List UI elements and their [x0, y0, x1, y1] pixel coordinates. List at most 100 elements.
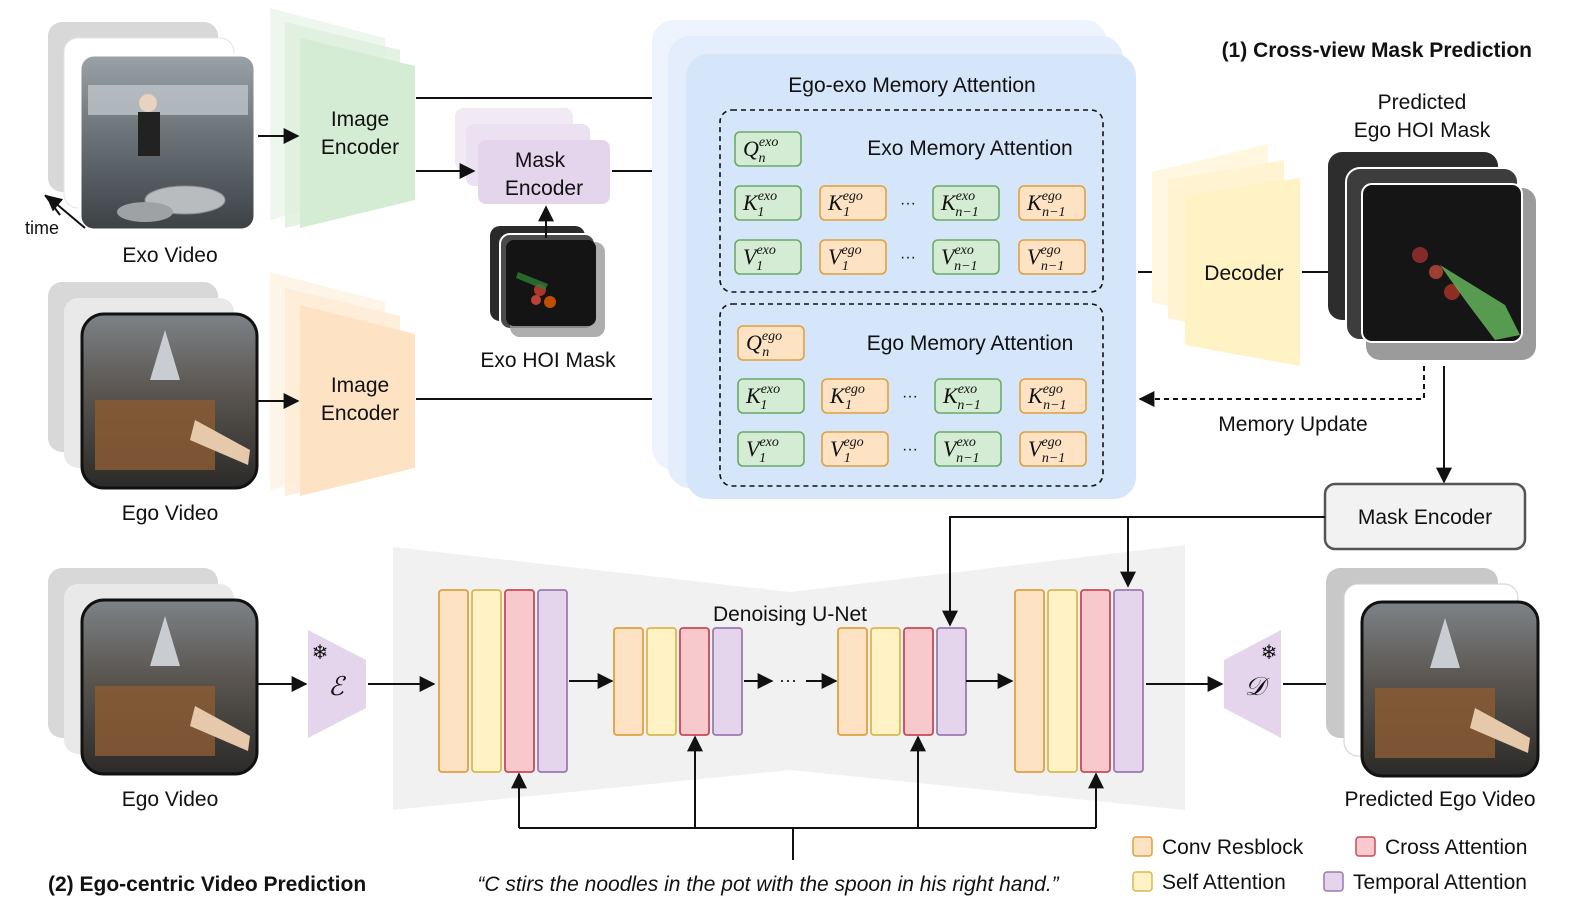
vae-encoder: [308, 630, 366, 738]
mask-cond-arrow-1: [942, 516, 1325, 627]
unet-stage4-conv-block: [1014, 589, 1045, 773]
exo-ellipsis-1: ···: [900, 249, 916, 266]
text-cond-lines: [519, 827, 1096, 860]
mask-encoder-top: Mask Encoder: [455, 108, 610, 204]
text-prompt-caption: “C stirs the noodles in the pot with the…: [477, 873, 1059, 896]
exo-video-label: Exo Video: [122, 244, 217, 267]
predicted-ego-hoi-mask-stack: [1328, 152, 1536, 360]
memory-outer-title: Ego-exo Memory Attention: [788, 74, 1035, 97]
image-encoder-exo-line2: Encoder: [321, 136, 399, 159]
ego-video-stack-top: [48, 282, 259, 490]
ego-memory-box: [719, 303, 1104, 487]
decoder: Decoder: [1152, 144, 1300, 366]
unet-stage2-self-block: [646, 627, 677, 736]
unet-stage4-self-block: [1047, 589, 1078, 773]
ego-video-label-top: Ego Video: [122, 502, 219, 525]
unet-stage1-self-block: [471, 589, 502, 773]
memory-update-arrow: [1138, 366, 1425, 407]
legend-swatch-3: [1323, 871, 1344, 892]
legend-label-1: Cross Attention: [1385, 836, 1527, 859]
image-encoder-ego-line2: Encoder: [321, 402, 399, 425]
unet-stage4-cross-block: [1080, 589, 1111, 773]
legend-label-3: Temporal Attention: [1353, 871, 1527, 894]
vae-decoder-snowflake: ❄: [1261, 642, 1278, 664]
image-encoder-exo: Image Encoder: [270, 8, 415, 228]
unet-stage2-cross-block: [679, 627, 710, 736]
vae-encoder-symbol: ℰ: [328, 672, 346, 701]
ego-video-stack-bottom: [48, 568, 259, 776]
image-encoder-ego: Image Encoder: [270, 272, 415, 496]
unet-stage3-self-block: [870, 627, 901, 736]
time-label: time: [25, 218, 59, 238]
vae-encoder-snowflake: ❄: [312, 642, 329, 664]
mask-encoder-right-label: Mask Encoder: [1358, 506, 1492, 529]
unet-blocks: [438, 589, 1144, 773]
time-arrow: [45, 194, 86, 229]
unet-background: [393, 545, 1185, 810]
predicted-ego-video-stack: [1326, 568, 1540, 778]
predicted-mask-line2: Ego HOI Mask: [1354, 119, 1491, 142]
unet-title: Denoising U-Net: [713, 603, 867, 626]
ego-ellipsis-0: ···: [902, 388, 918, 405]
section2-title: (2) Ego-centric Video Prediction: [48, 873, 366, 896]
ego-video-label-bottom: Ego Video: [122, 788, 219, 811]
unet-stage2-conv-block: [613, 627, 644, 736]
vae-decoder: [1224, 630, 1281, 738]
unet-stage1-cross-block: [504, 589, 535, 773]
unet-stage1-conv-block: [438, 589, 469, 773]
legend-label-2: Self Attention: [1162, 871, 1286, 894]
unet-stage3-temporal-block: [936, 627, 967, 736]
unet-stage1-temporal-block: [537, 589, 568, 773]
ego-exo-memory-attention: Ego-exo Memory Attention Exo Memory Atte…: [652, 20, 1136, 499]
legend-label-0: Conv Resblock: [1162, 836, 1304, 859]
decoder-label: Decoder: [1204, 262, 1283, 285]
memory-update-label: Memory Update: [1218, 413, 1367, 436]
image-encoder-exo-line1: Image: [331, 108, 389, 131]
unet-stage3-conv-block: [837, 627, 868, 736]
unet-stage3-cross-block: [903, 627, 934, 736]
legend-swatch-2: [1132, 871, 1153, 892]
section1-title: (1) Cross-view Mask Prediction: [1222, 39, 1532, 62]
mask-encoder-top-line1: Mask: [515, 149, 566, 172]
image-encoder-ego-line1: Image: [331, 374, 389, 397]
predicted-video-label: Predicted Ego Video: [1344, 788, 1535, 811]
unet-stage4-temporal-block: [1113, 589, 1144, 773]
exo-memory-title: Exo Memory Attention: [867, 137, 1072, 160]
predicted-mask-line1: Predicted: [1378, 91, 1467, 114]
legend-swatch-1: [1355, 836, 1376, 857]
legend-swatch-0: [1132, 836, 1153, 857]
ego-memory-title: Ego Memory Attention: [867, 332, 1074, 355]
exo-hoi-mask-stack: [490, 226, 605, 337]
exo-video-stack: [48, 22, 257, 232]
exo-hoi-mask-label: Exo HOI Mask: [480, 349, 616, 372]
